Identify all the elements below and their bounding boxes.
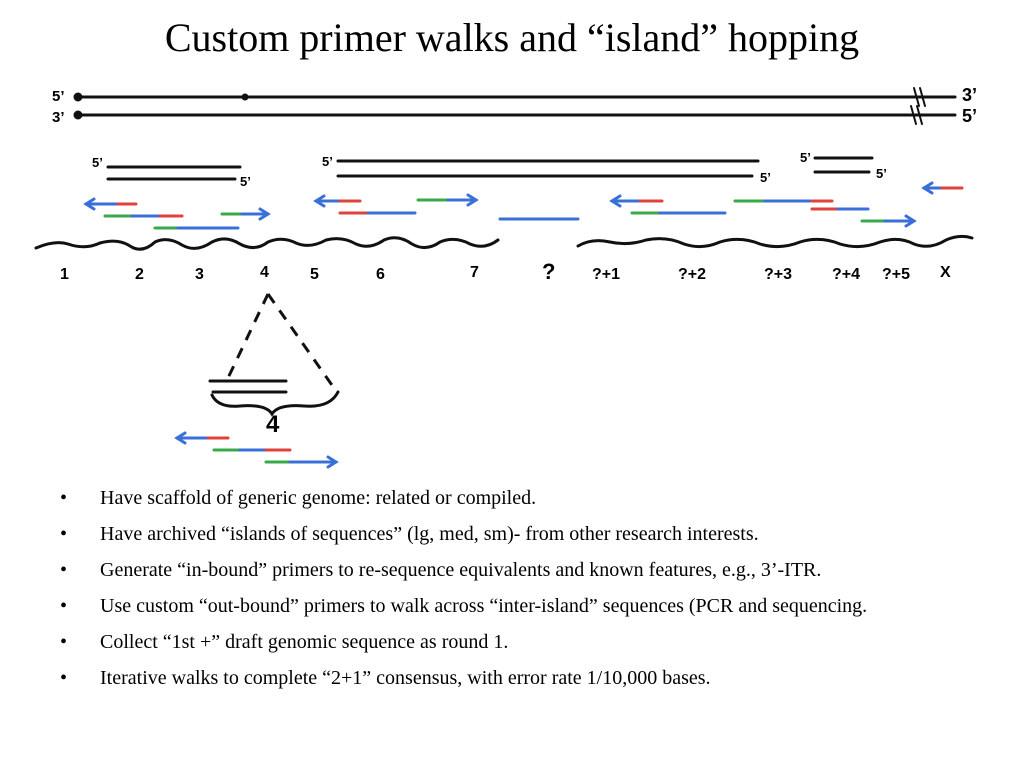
zoom-brace: [210, 390, 340, 417]
primer-group-2: [313, 193, 580, 221]
position-label: 2: [135, 266, 144, 283]
island-2-right-label: 5’: [760, 170, 771, 185]
bullet-item: Have archived “islands of sequences” (lg…: [60, 522, 990, 547]
bullet-item: Have scaffold of generic genome: related…: [60, 486, 990, 511]
island-large-1: [106, 165, 242, 181]
break-mark: [916, 105, 923, 125]
position-labels: 1 2 3 4 5 6 7 ? ?+1 ?+2 ?+3 ?+4 ?+5 X: [60, 259, 951, 284]
label-top-left: 5’: [52, 88, 65, 105]
position-label: ?: [542, 259, 555, 284]
bullet-item: Use custom “out-bound” primers to walk a…: [60, 594, 990, 619]
primer-group-1: [83, 197, 271, 230]
primer-walk-diagram: 5’ 3’ 3’ 5’ 5’ 5’ 5’ 5’ 5’ 5’: [34, 85, 977, 469]
scaffold-brace: [34, 234, 974, 251]
island-1-right-label: 5’: [240, 174, 251, 189]
primer-group-3: [609, 181, 964, 228]
position-label: ?+1: [592, 266, 620, 283]
zoom-primers: [174, 431, 339, 469]
bullet-list: Have scaffold of generic genome: related…: [60, 486, 990, 702]
bullet-item: Iterative walks to complete “2+1” consen…: [60, 666, 990, 691]
label-top-right: 3’: [962, 85, 977, 105]
label-bottom-left: 3’: [52, 109, 65, 126]
label-bottom-right: 5’: [962, 106, 977, 126]
position-label: ?+3: [764, 266, 792, 283]
bullet-item: Generate “in-bound” primers to re-sequen…: [60, 558, 990, 583]
position-label: X: [940, 264, 951, 281]
strand-dot: [73, 92, 83, 102]
position-label: 5: [310, 266, 319, 283]
position-label: 4: [260, 264, 269, 281]
zoom-island: [208, 379, 340, 417]
position-label: 6: [376, 266, 385, 283]
position-label: ?+2: [678, 266, 706, 283]
zoom-lines: [226, 293, 336, 389]
break-mark: [919, 87, 926, 107]
island-large-2: [336, 159, 760, 178]
slide-title: Custom primer walks and “island” hopping: [164, 15, 860, 60]
zoom-label: 4: [266, 411, 280, 438]
strand-dot: [241, 93, 249, 101]
position-label: ?+5: [882, 266, 910, 283]
break-mark: [910, 105, 917, 125]
position-label: 3: [195, 266, 204, 283]
strand-dot: [73, 110, 83, 120]
island-2-left-label: 5’: [322, 154, 333, 169]
break-mark: [913, 87, 920, 107]
position-label: 7: [470, 264, 479, 281]
island-1-left-label: 5’: [92, 155, 103, 170]
position-label: ?+4: [832, 266, 860, 283]
bullet-item: Collect “1st +” draft genomic sequence a…: [60, 630, 990, 655]
island-3-right-label: 5’: [876, 166, 887, 181]
island-3-left-label: 5’: [800, 150, 811, 165]
position-label: 1: [60, 266, 69, 283]
island-small: [813, 156, 874, 174]
genome-scaffold: [73, 87, 957, 125]
